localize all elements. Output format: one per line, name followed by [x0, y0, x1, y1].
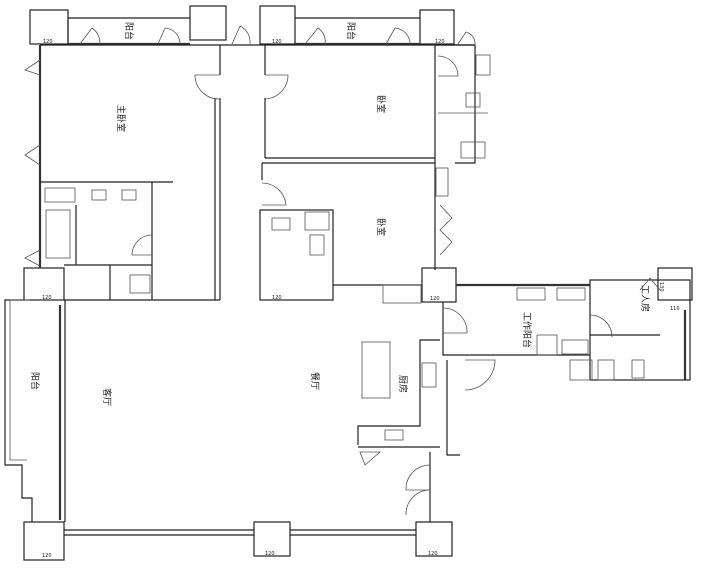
dim-label: 130: [658, 282, 664, 292]
dim-label: 120: [265, 551, 275, 557]
label-balcony-top-right: 阳台: [345, 22, 357, 40]
dim-label: 120: [42, 295, 52, 301]
dim-label: 120: [435, 39, 445, 45]
top-balcony: [67, 17, 476, 46]
label-dining-room: 餐厅: [309, 372, 321, 390]
label-balcony-top-left: 阳台: [123, 22, 135, 40]
label-service-balcony: 工作阳台: [521, 312, 533, 348]
living-dining: [64, 284, 440, 536]
dim-label: 120: [42, 553, 52, 559]
dim-label: 120: [43, 39, 53, 45]
bedroom-2: [264, 44, 491, 164]
dimension-labels: 120 120 120 120 120 120 120 120 120 130 …: [42, 39, 680, 559]
left-balcony: [4, 299, 66, 522]
label-bedroom-3: 卧室: [375, 218, 387, 236]
label-living-room: 客厅: [101, 388, 113, 406]
label-balcony-left: 阳台: [29, 372, 41, 390]
label-master-bedroom: 主卧室: [115, 105, 127, 132]
dim-label: 120: [272, 39, 282, 45]
label-kitchen: 厨房: [397, 375, 409, 393]
dim-label: 120: [430, 296, 440, 302]
bedroom-3: [259, 162, 453, 301]
master-bedroom: [24, 44, 475, 301]
service-area: [442, 277, 691, 456]
columns: [23, 5, 693, 561]
dim-label: 120: [428, 551, 438, 557]
room-labels: 阳台 阳台 主卧室 卧室 卧室 阳台 客厅 餐厅 厨房 工作阳台 工人房: [29, 22, 651, 406]
dim-label: 120: [272, 295, 282, 301]
label-maid-room: 工人房: [639, 285, 651, 312]
dim-label: 110: [670, 306, 680, 312]
label-bedroom-2: 卧室: [375, 95, 387, 113]
